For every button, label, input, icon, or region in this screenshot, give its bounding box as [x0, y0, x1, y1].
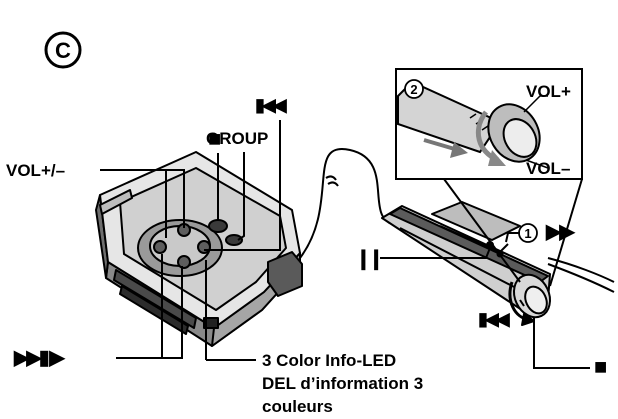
- leader-ff: [116, 254, 183, 359]
- leader-led: [205, 260, 256, 361]
- remote-stop-icon: ■: [594, 354, 608, 379]
- inset-vol-detail: [395, 68, 583, 287]
- remote-pause-icon: ❙❙: [355, 248, 384, 270]
- stop-icon: ■: [208, 126, 222, 151]
- vol-plus-label: VOL+: [526, 82, 571, 101]
- player-small-slot: [203, 317, 219, 329]
- inset-dial-face: [502, 118, 538, 158]
- section-badge: C: [44, 31, 82, 69]
- stop-button-shape: [208, 219, 228, 233]
- remote-control: [381, 201, 551, 326]
- vol-plus-leader: [523, 95, 548, 113]
- led-label-en: 3 Color Info-LED: [262, 351, 397, 370]
- led-label-fr-2: couleurs: [262, 397, 333, 416]
- cable-break-mark: [325, 175, 339, 187]
- leader-group: [237, 152, 245, 241]
- inset-push-arrowhead: [450, 142, 468, 158]
- inset-rotate-arrowhead: [488, 150, 506, 166]
- prev-track-icon: ▮◀◀: [255, 95, 287, 115]
- remote-cables: [547, 257, 615, 293]
- player-slot-left: [113, 269, 197, 329]
- leader-prev: [204, 120, 281, 251]
- inset-push-arrow: [423, 138, 459, 152]
- leader-remote-pause: [380, 247, 491, 259]
- step-1-label: 1: [524, 226, 531, 241]
- step-2-marker: [404, 79, 424, 99]
- group-button-shape: [225, 234, 243, 246]
- inset-lead-left: [443, 178, 521, 283]
- vol-minus-leader: [525, 159, 549, 169]
- section-badge-letter: C: [55, 38, 71, 63]
- remote-top-edge: [389, 207, 549, 283]
- ff-play-icon: ▶▶▮ ▶: [14, 347, 65, 369]
- leader-lines: [100, 120, 590, 369]
- control-nub-left: [153, 240, 167, 254]
- player-slot-front: [119, 285, 189, 335]
- headphone-cable: [299, 147, 393, 259]
- vol-minus-label: VOL–: [526, 159, 571, 178]
- remote-dial-face: [524, 285, 548, 315]
- leader-remote-prev: [519, 299, 525, 307]
- player-jack: [267, 251, 303, 297]
- control-nub-right: [197, 240, 211, 254]
- remote-prev-icon: ▮◀◀: [478, 309, 510, 329]
- remote-play-ff-icon: ▶▶: [546, 221, 575, 243]
- dial-rotate-arrowhead: [521, 313, 535, 326]
- leader-remote-stop: [533, 318, 590, 369]
- step-2-label: 2: [410, 82, 417, 97]
- vol-pm-label: VOL+/–: [6, 161, 66, 180]
- led-label-fr-1: DEL d’information 3: [262, 374, 424, 393]
- control-nub-bottom: [177, 255, 191, 269]
- leader-remote-play: [505, 232, 520, 243]
- leader-vol-pm: [100, 169, 185, 238]
- group-label: GROUP: [206, 129, 269, 148]
- inset-lead-right: [549, 178, 583, 287]
- player-side-tab: [99, 189, 133, 215]
